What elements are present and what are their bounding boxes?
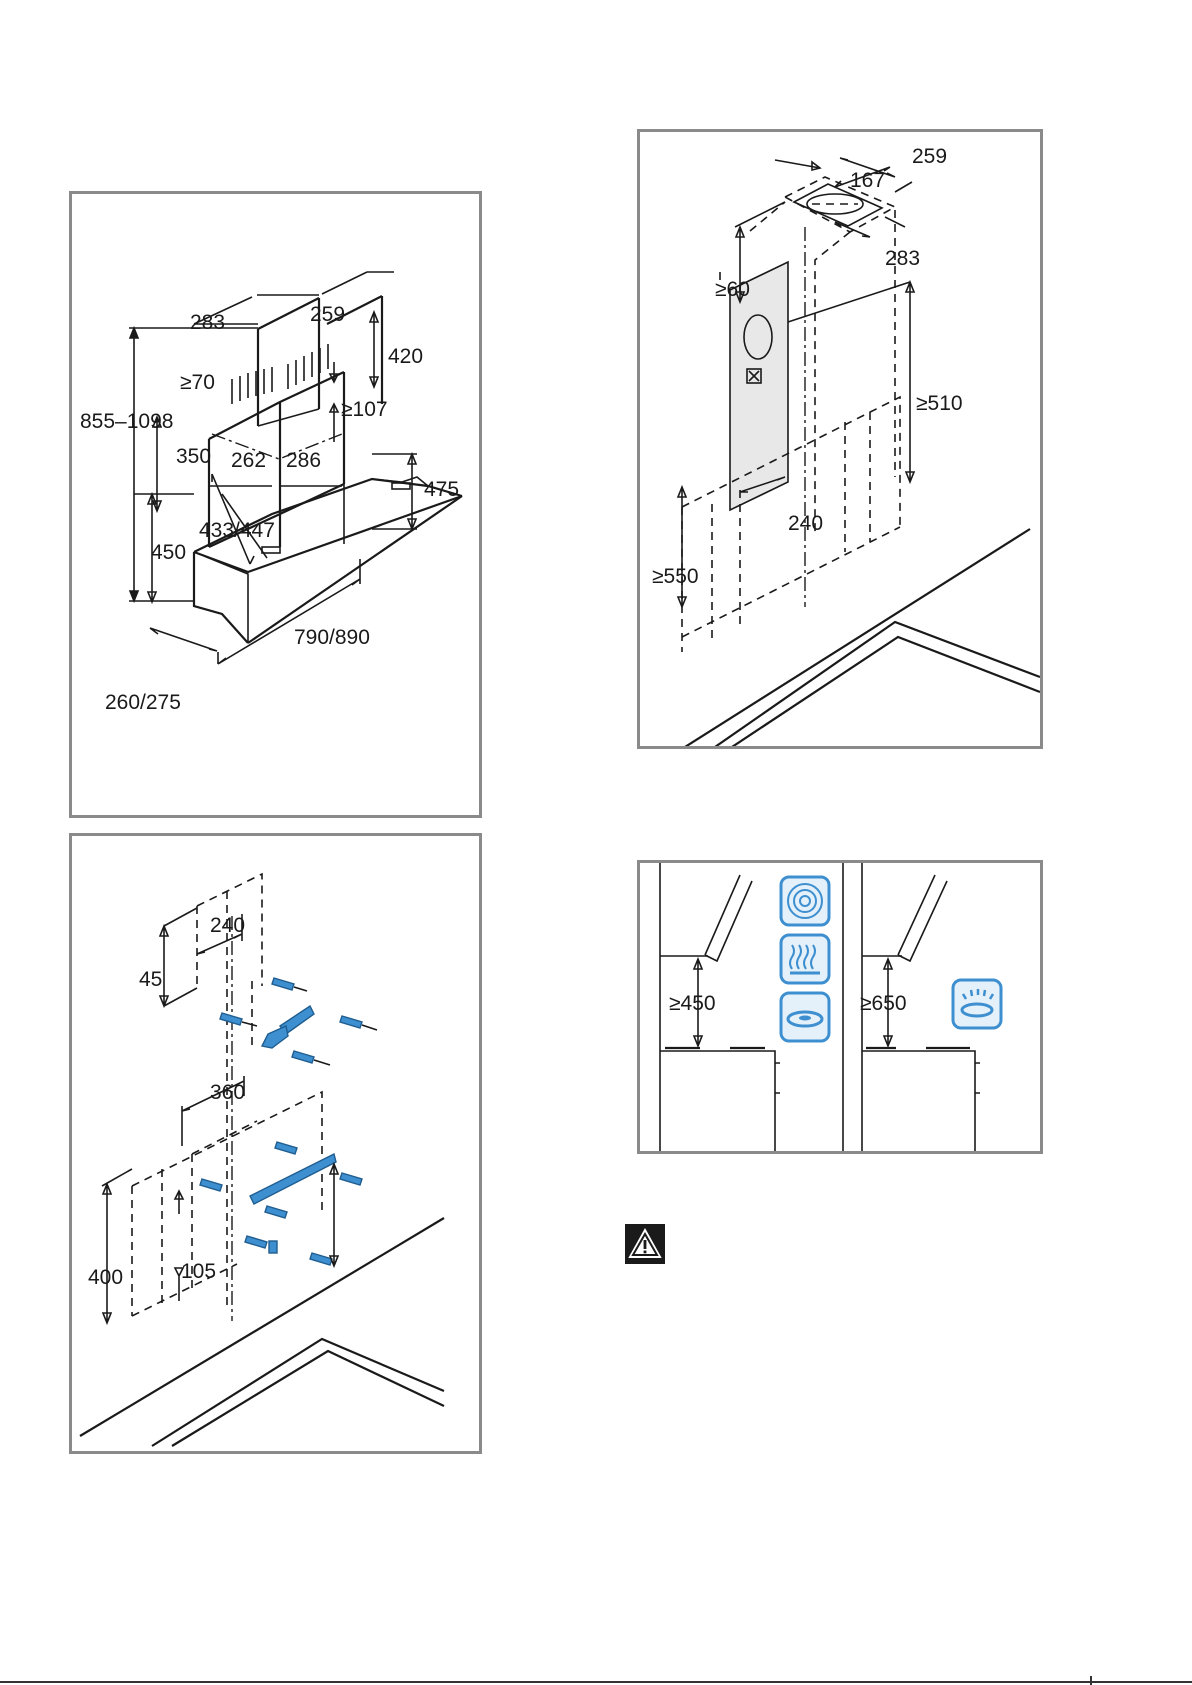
dim-label: 350 (176, 446, 211, 467)
induction-hob-icon (781, 993, 829, 1041)
dim-label: 167 (850, 170, 885, 191)
hood-dimensions-panel: 283 259 420 ≥70 ≥107 855–1098 350 262 28… (69, 191, 482, 818)
dim-label: ≥107 (341, 399, 388, 420)
duct-installation-panel: 259 167 283 ≥60 ≥510 240 ≥550 (637, 129, 1043, 749)
duct-installation-drawing (640, 132, 1043, 749)
dim-label: 433/447 (199, 520, 275, 541)
dim-label: 420 (388, 346, 423, 367)
clearance-gas-label: ≥650 (860, 993, 907, 1014)
dim-label: 262 (231, 450, 266, 471)
dim-label: 259 (912, 146, 947, 167)
dim-label: 283 (885, 248, 920, 269)
hood-dimensions-drawing (72, 194, 482, 818)
dim-label: 240 (788, 513, 823, 534)
wall-bracket-drawing (72, 836, 482, 1454)
dim-label: 450 (151, 542, 186, 563)
dim-label: ≥550 (652, 566, 699, 587)
dim-label: 260/275 (105, 692, 181, 713)
dim-label: 105 (181, 1261, 216, 1282)
wall-bracket-panel: 240 45 360 400 105 (69, 833, 482, 1454)
dim-label: 259 (310, 304, 345, 325)
dim-label: 283 (190, 312, 225, 333)
dim-label: 286 (286, 450, 321, 471)
electric-hob-coil-icon (781, 877, 829, 925)
warning-icon (625, 1224, 665, 1264)
dim-label: ≥70 (180, 372, 215, 393)
dim-label: 790/890 (294, 627, 370, 648)
dim-label: 360 (210, 1082, 245, 1103)
dim-label: 855–1098 (80, 411, 173, 432)
hob-clearance-panel: ≥450 ≥650 (637, 860, 1043, 1154)
ceramic-hob-icon (781, 935, 829, 983)
page-footer-tick (1090, 1676, 1092, 1685)
dim-label: ≥510 (916, 393, 963, 414)
page-footer-rule (0, 1681, 1192, 1683)
dim-label: 240 (210, 915, 245, 936)
dim-label: 475 (424, 479, 459, 500)
gas-burner-icon (953, 980, 1001, 1028)
clearance-electric-label: ≥450 (669, 993, 716, 1014)
dim-label: 45 (139, 969, 162, 990)
dim-label: ≥60 (715, 279, 750, 300)
dim-label: 400 (88, 1267, 123, 1288)
